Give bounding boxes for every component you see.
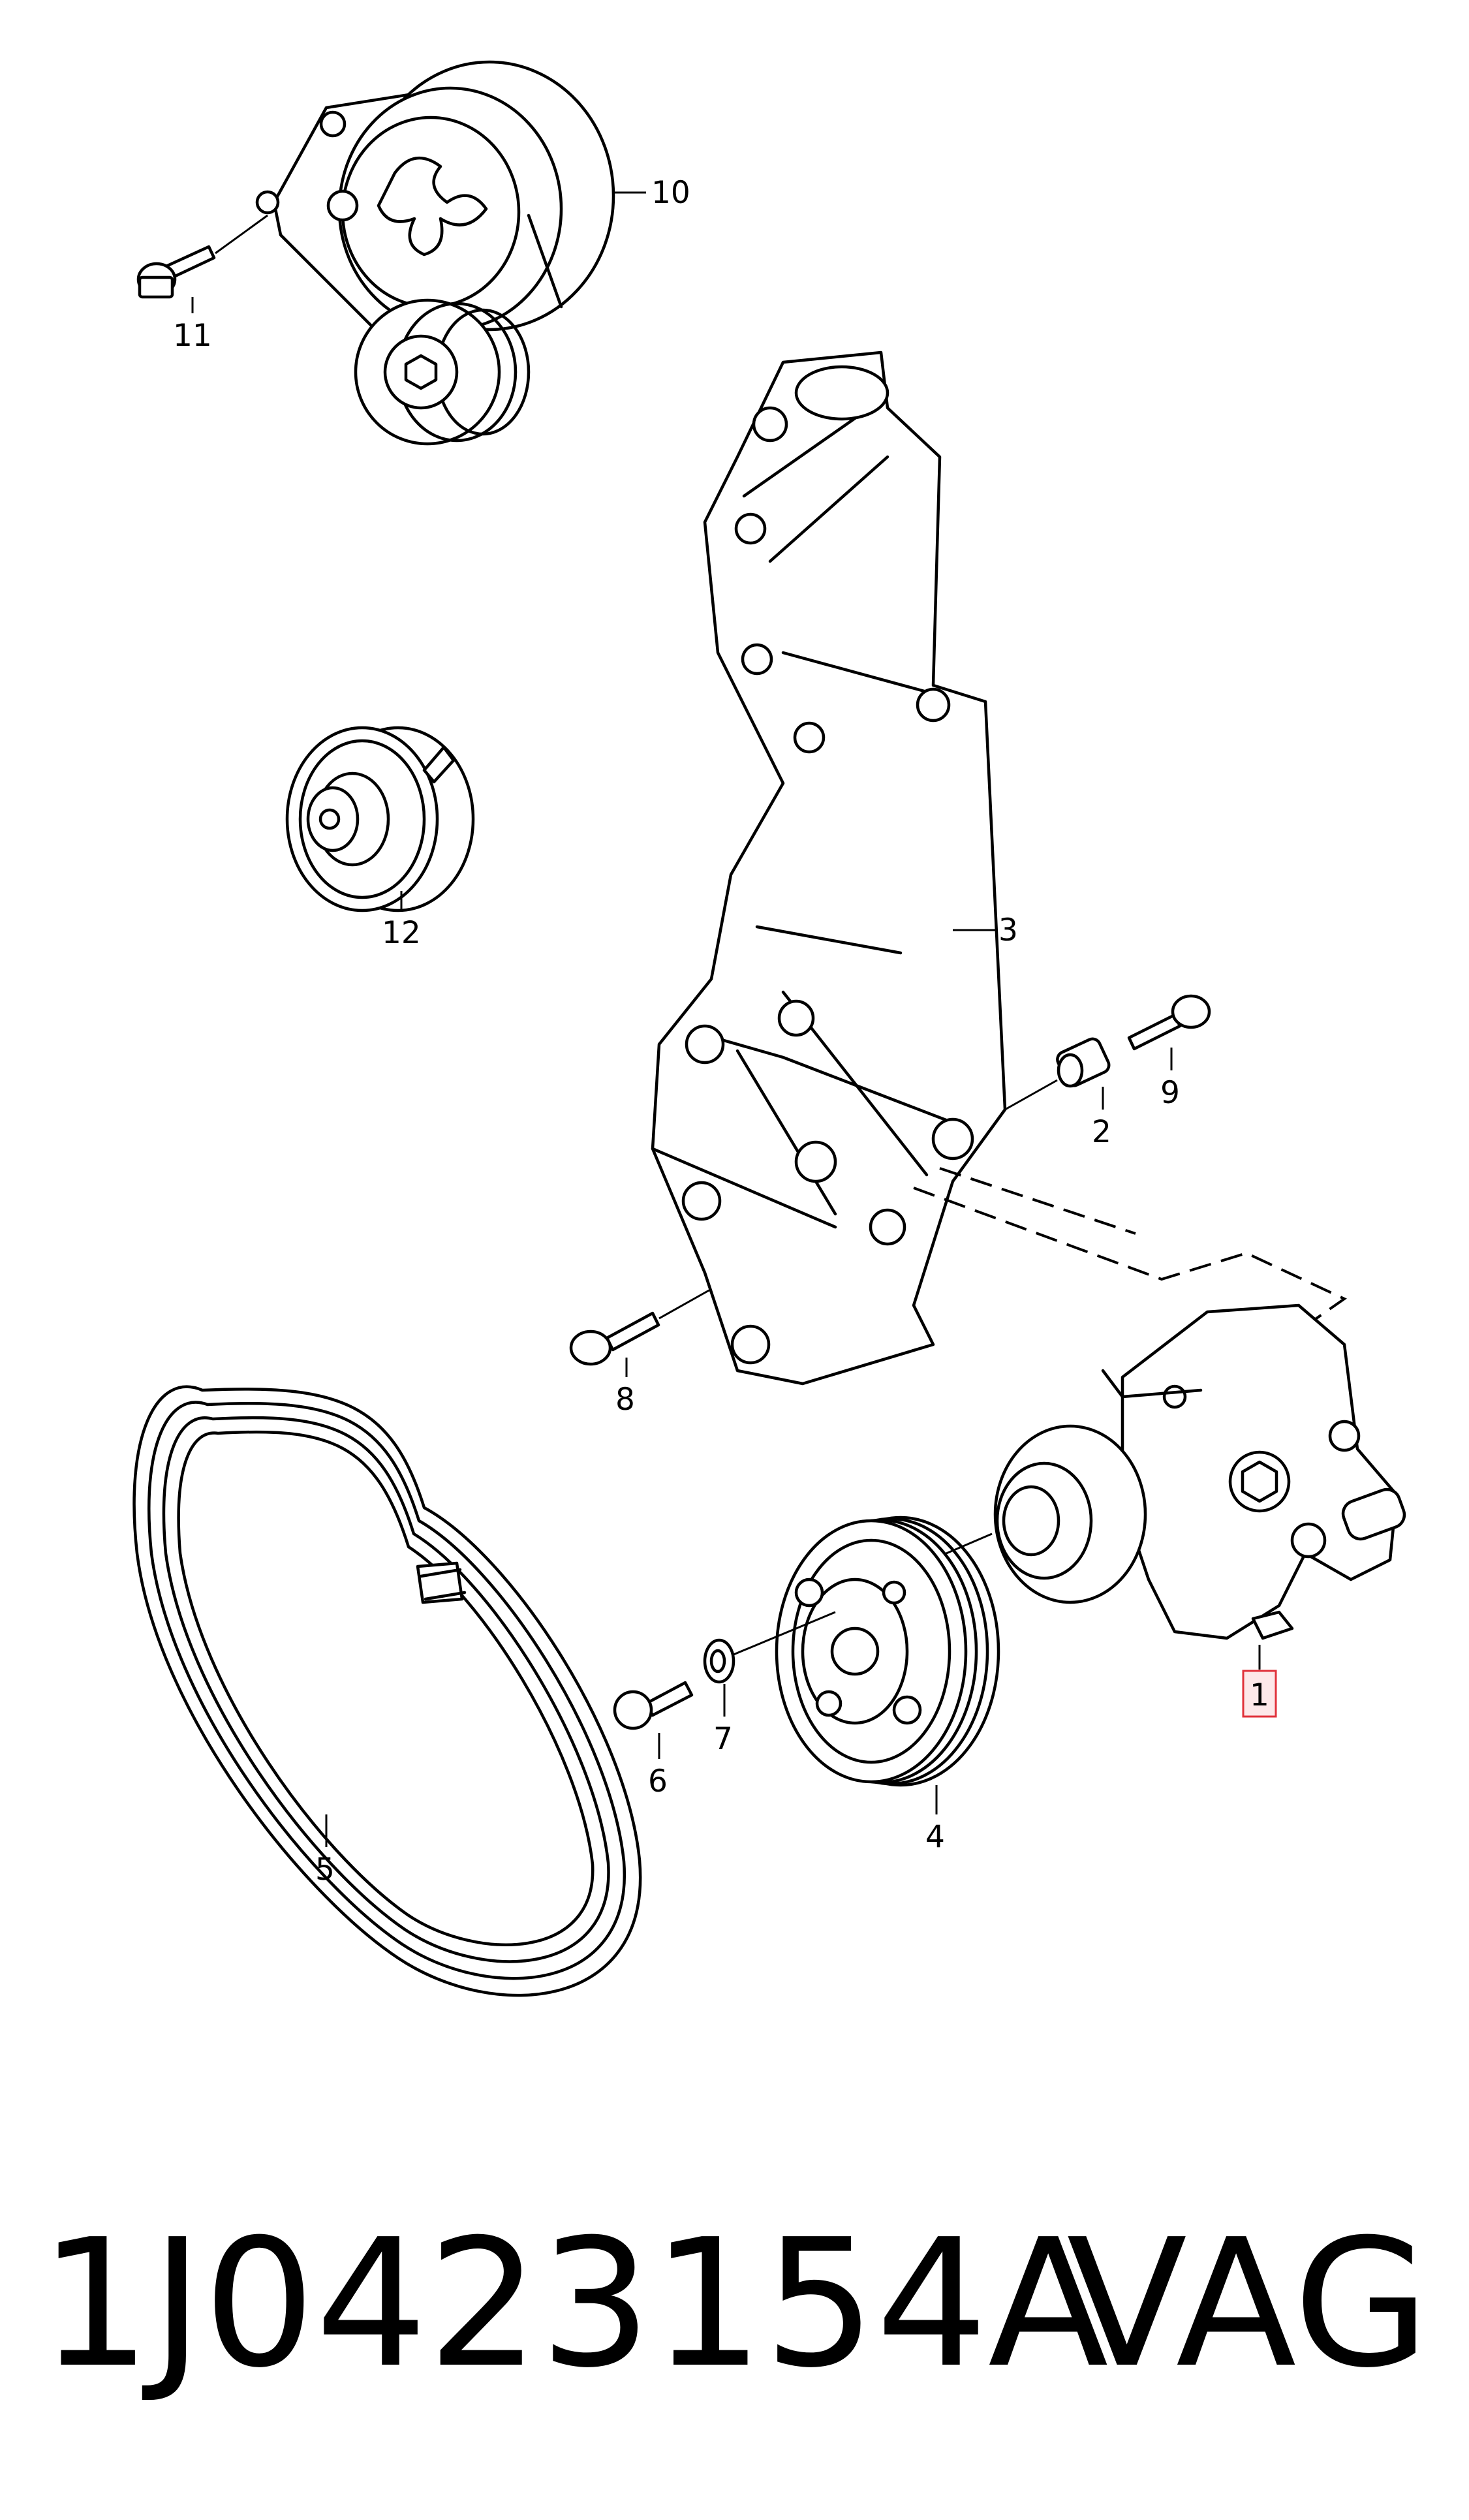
callout-12: 12 [382,915,421,951]
part-8-bolt[interactable] [569,1288,712,1377]
callout-1-highlight [1242,1670,1277,1718]
callout-8: 8 [615,1382,635,1418]
mounting-line [913,1187,1347,1346]
callout-2: 2 [1092,1114,1111,1150]
part-9-bolt[interactable] [1127,994,1211,1070]
brand-name: VAG [1066,2201,1430,2406]
part-10-belt-tensioner[interactable] [255,60,615,446]
part-2-sleeve[interactable] [1004,1036,1111,1111]
mounting-line [939,1167,1136,1235]
callout-4: 4 [925,1819,945,1855]
part-4-pump-pulley[interactable] [717,1516,1000,1787]
part-12-idler-pulley[interactable] [285,726,475,912]
part-11-bolt[interactable] [136,214,268,299]
part-3-bracket[interactable] [651,350,1007,1386]
callout-9: 9 [1160,1075,1180,1111]
callout-3: 3 [998,912,1018,948]
part-7-washer[interactable] [703,1638,735,1717]
callout-11: 11 [173,318,212,354]
callout-10: 10 [651,175,690,211]
part-number: 1J0423154A [39,2201,1109,2406]
part-5-ribbed-belt[interactable] [132,1385,642,1997]
part-1-power-steering-pump[interactable] [993,1303,1408,1640]
callout-7: 7 [713,1721,733,1757]
part-6-bolt[interactable] [613,1681,694,1759]
callout-1: 1 [1250,1677,1269,1713]
callout-6: 6 [648,1764,668,1799]
callout-5: 5 [315,1852,335,1888]
